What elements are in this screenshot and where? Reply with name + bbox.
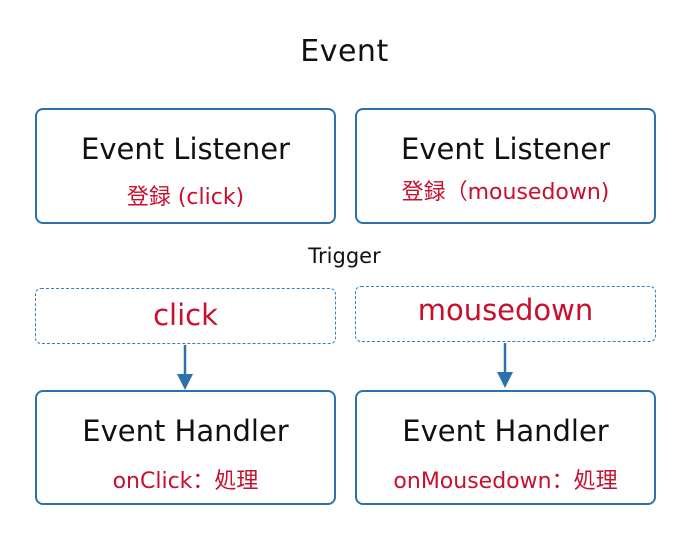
handler-action: onMousedown：処理 bbox=[393, 469, 618, 494]
arrow-mousedown-to-handler bbox=[497, 343, 513, 388]
event-name: mousedown bbox=[417, 293, 594, 327]
handler-box-click: Event Handler onClick：処理 bbox=[35, 390, 336, 505]
trigger-label: Trigger bbox=[308, 244, 381, 268]
handler-heading: Event Handler bbox=[402, 414, 609, 448]
event-name: click bbox=[153, 298, 218, 332]
listener-box-mousedown: Event Listener 登録（mousedown) bbox=[355, 108, 656, 224]
handler-heading: Event Handler bbox=[82, 414, 289, 448]
listener-heading: Event Listener bbox=[401, 132, 610, 166]
listener-box-click: Event Listener 登録 (click) bbox=[35, 108, 336, 224]
arrow-click-to-handler bbox=[177, 345, 193, 390]
event-box-click: click bbox=[35, 288, 336, 344]
handler-box-mousedown: Event Handler onMousedown：処理 bbox=[355, 390, 656, 505]
handler-action: onClick：処理 bbox=[112, 469, 259, 494]
event-box-mousedown: mousedown bbox=[355, 286, 656, 342]
diagram-title: Event bbox=[300, 34, 389, 69]
listener-registration: 登録 (click) bbox=[126, 185, 245, 210]
listener-heading: Event Listener bbox=[81, 132, 290, 166]
listener-registration: 登録（mousedown) bbox=[401, 180, 610, 205]
